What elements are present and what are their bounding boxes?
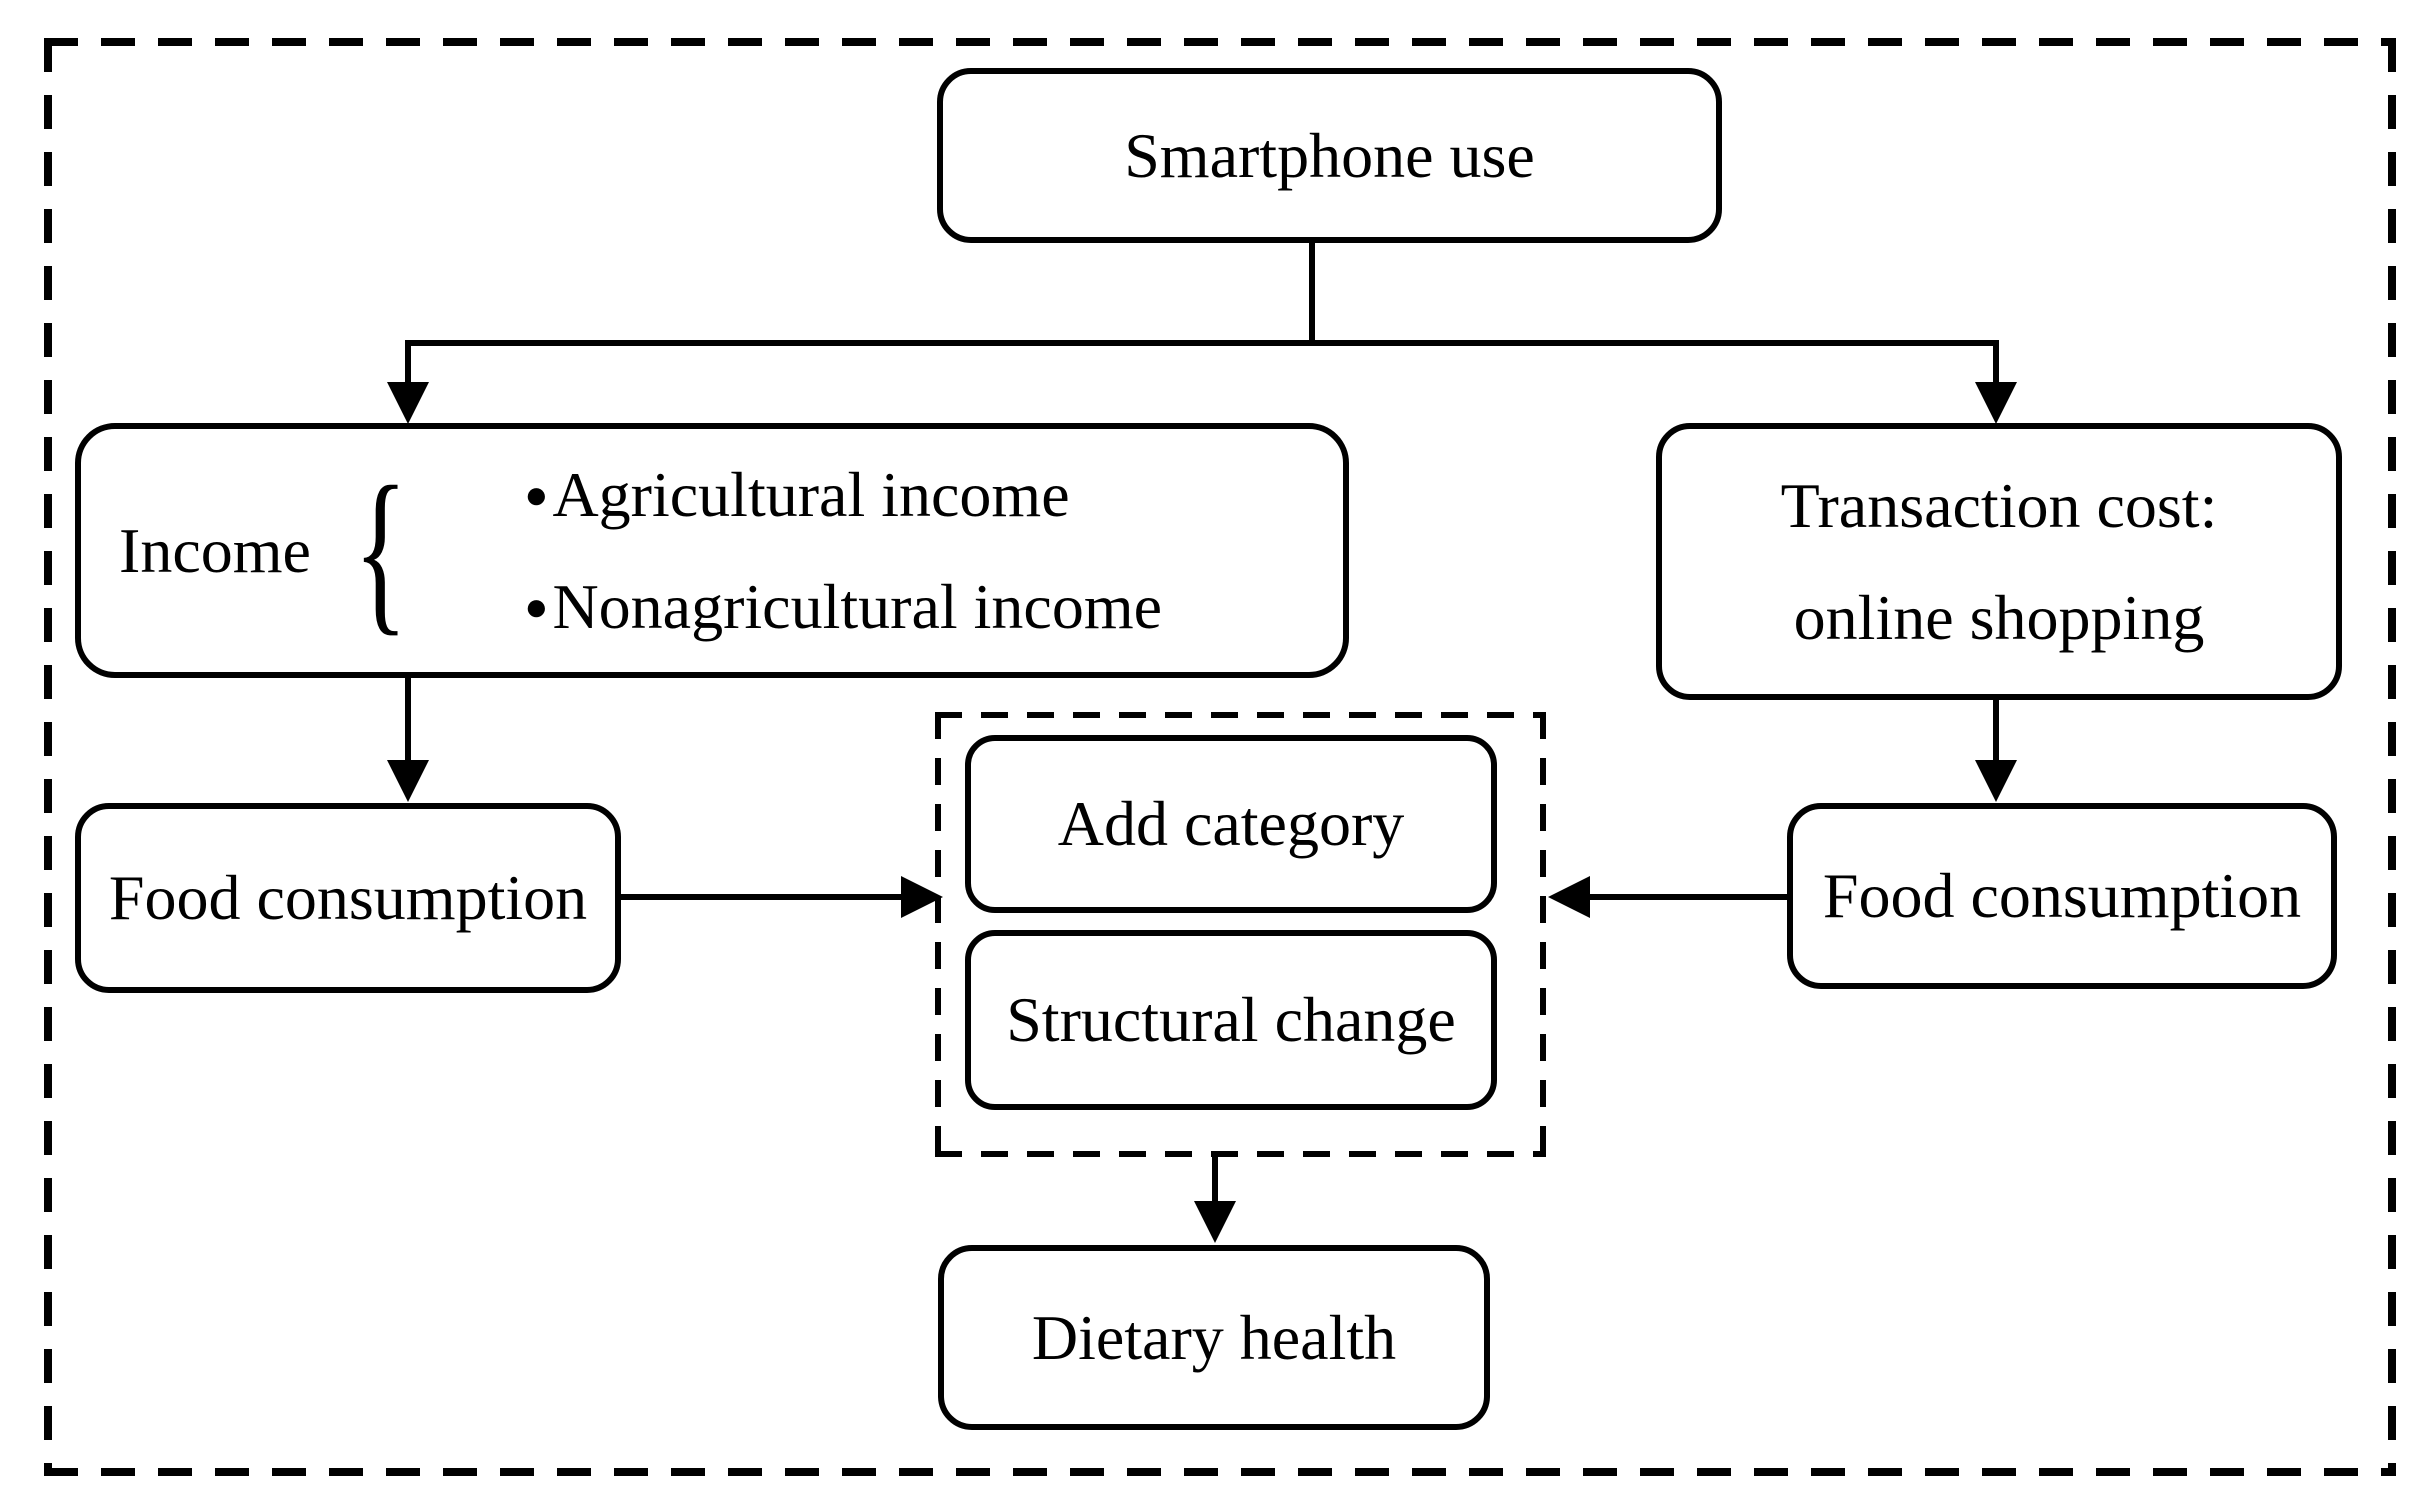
- outer-frame-bottom: [44, 1468, 2396, 1476]
- connector-foodleft-to-group: [621, 894, 903, 900]
- arrowhead-to-transaction: [1975, 382, 2017, 424]
- outer-frame-top: [44, 38, 2396, 46]
- income-item-nonagricultural-label: Nonagricultural income: [552, 570, 1162, 642]
- node-add-category: Add category: [965, 735, 1497, 913]
- connector-transaction-to-food: [1993, 700, 1999, 762]
- arrowhead-income-to-food: [387, 760, 429, 802]
- node-add-category-label: Add category: [1057, 788, 1405, 859]
- arrowhead-to-income: [387, 382, 429, 424]
- node-food-consumption-right-label: Food consumption: [1822, 860, 2302, 931]
- node-transaction-cost: Transaction cost: online shopping: [1656, 423, 2342, 700]
- node-transaction-cost-line1: Transaction cost:: [1780, 469, 2218, 541]
- node-food-consumption-left: Food consumption: [75, 803, 621, 993]
- curly-brace-icon: {: [353, 449, 408, 651]
- group-frame-bottom: [935, 1151, 1546, 1157]
- group-frame-right: [1540, 712, 1546, 1157]
- node-food-consumption-right: Food consumption: [1787, 803, 2337, 989]
- node-transaction-cost-line2: online shopping: [1793, 581, 2205, 653]
- connector-branch-bar: [405, 340, 1999, 346]
- arrowhead-group-to-dietary: [1194, 1201, 1236, 1243]
- connector-group-to-dietary: [1212, 1157, 1218, 1203]
- connector-smartphone-stem: [1309, 241, 1315, 342]
- income-item-agricultural: ● Agricultural income: [524, 455, 1162, 535]
- bullet-icon: ●: [524, 583, 549, 629]
- node-income: Income { ● Agricultural income ● Nonagri…: [75, 423, 1349, 678]
- income-item-list: ● Agricultural income ● Nonagricultural …: [524, 455, 1162, 647]
- node-transaction-cost-text: Transaction cost: online shopping: [1781, 450, 2218, 674]
- node-income-label: Income: [119, 514, 311, 586]
- connector-to-transaction: [1993, 340, 1999, 386]
- arrowhead-foodright-to-group: [1548, 876, 1590, 918]
- node-smartphone-use-label: Smartphone use: [1124, 119, 1535, 191]
- connector-to-income: [405, 340, 411, 386]
- node-dietary-health-label: Dietary health: [1031, 1301, 1397, 1373]
- node-smartphone-use: Smartphone use: [937, 68, 1722, 243]
- group-frame-top: [935, 712, 1546, 718]
- arrowhead-transaction-to-food: [1975, 760, 2017, 802]
- outer-frame-right: [2388, 38, 2396, 1476]
- income-item-agricultural-label: Agricultural income: [552, 458, 1070, 530]
- outer-frame-left: [44, 38, 52, 1476]
- node-food-consumption-left-label: Food consumption: [108, 862, 588, 933]
- node-dietary-health: Dietary health: [938, 1245, 1490, 1430]
- connector-foodright-to-group: [1590, 894, 1787, 900]
- income-item-nonagricultural: ● Nonagricultural income: [524, 567, 1162, 647]
- group-frame-left: [935, 712, 941, 1157]
- node-structural-change-label: Structural change: [1006, 984, 1456, 1055]
- bullet-icon: ●: [524, 471, 549, 517]
- node-structural-change: Structural change: [965, 930, 1497, 1110]
- connector-income-to-food: [405, 678, 411, 762]
